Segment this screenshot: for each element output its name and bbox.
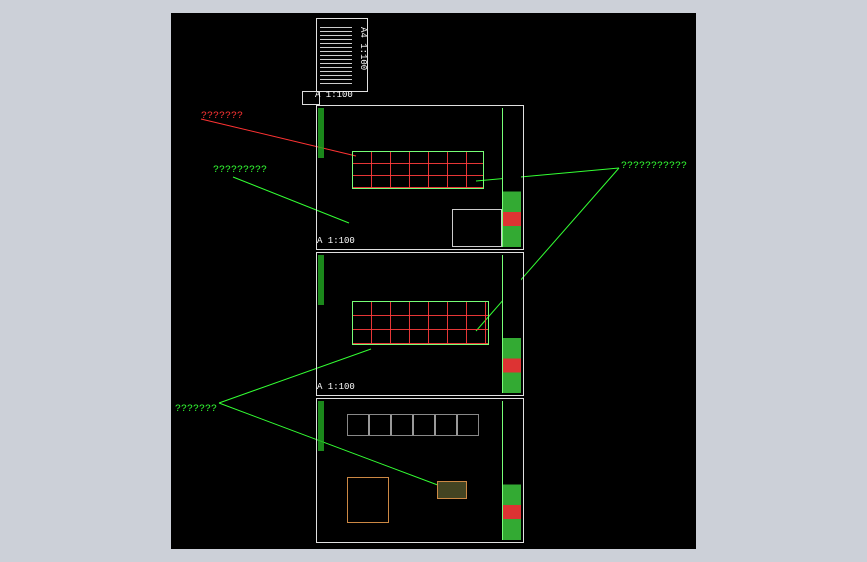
callout-green-2: ??????????? <box>621 161 688 172</box>
sheet-1-inset-plan <box>452 209 502 247</box>
sheet-2-plan <box>352 301 489 345</box>
callout-red: ??????? <box>201 111 244 122</box>
sheet-1-title-block <box>502 108 521 247</box>
sheet-3-left-strip <box>318 401 324 451</box>
leader-lines <box>200 118 620 488</box>
floor-plan-sheet-2[interactable]: A 1:100 <box>316 252 524 396</box>
callout-green-3: ??????? <box>175 404 218 415</box>
sheet-1-scale-label: A 1:100 <box>317 236 355 246</box>
scale-box <box>302 91 320 105</box>
sheet-3-detail-right <box>437 481 467 499</box>
cover-sheet-scale-label: A4 1:100 <box>358 27 368 71</box>
sheet-3-title-block <box>502 401 521 540</box>
cover-scale-box-label: A 1:100 <box>315 90 353 100</box>
drawing-list-table <box>320 27 352 87</box>
floor-plan-sheet-1[interactable]: A 1:100 <box>316 105 524 250</box>
sheet-1-left-strip <box>318 108 324 158</box>
elevation-sheet-3[interactable] <box>316 398 524 543</box>
callout-green-1: ????????? <box>213 165 268 176</box>
sheet-3-elevation <box>347 414 479 436</box>
cad-drawing-canvas[interactable]: A4 1:100 A 1:100 A 1:100 A 1:100 ???????… <box>171 13 696 549</box>
cover-sheet[interactable]: A4 1:100 <box>316 18 368 92</box>
sheet-2-scale-label: A 1:100 <box>317 382 355 392</box>
sheet-2-left-strip <box>318 255 324 305</box>
sheet-1-plan <box>352 151 484 189</box>
sheet-2-title-block <box>502 255 521 393</box>
sheet-3-detail-left <box>347 477 389 523</box>
